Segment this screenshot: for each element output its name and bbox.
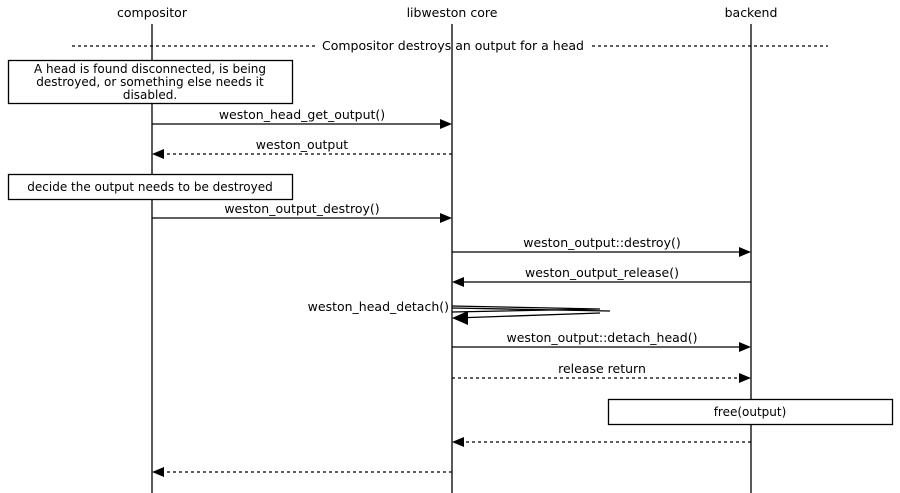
message-label-weston-output-return: weston_output bbox=[256, 137, 348, 152]
note-decide-destroy-line-1: decide the output needs to be destroyed bbox=[27, 180, 272, 194]
note-free-output-box bbox=[607, 398, 894, 426]
message-arrowhead-release-return bbox=[739, 373, 751, 383]
message-arrowhead-weston-output-destroy bbox=[440, 213, 452, 223]
message-line-weston-head-detach-return bbox=[454, 312, 601, 319]
message-label-weston-output-destroy: weston_output_destroy() bbox=[224, 201, 379, 216]
message-arrowhead-free-return bbox=[452, 437, 464, 447]
message-arrowhead-weston-output-destroy-vfunc bbox=[739, 247, 751, 257]
participant-label-libweston-core: libweston core bbox=[407, 5, 498, 20]
message-line-weston-head-detach-inner bbox=[451, 307, 611, 312]
note-free-output-line-1: free(output) bbox=[714, 405, 787, 419]
message-arrowhead-weston-output-return bbox=[152, 149, 164, 159]
message-label-weston-output-release: weston_output_release() bbox=[525, 265, 679, 280]
note-head-disconnected-line-2: destroyed, or something else needs it bbox=[36, 75, 264, 89]
note-head-disconnected-line-3: disabled. bbox=[123, 88, 177, 102]
message-arrowhead-weston-head-get-output bbox=[440, 119, 452, 129]
message-arrowhead-weston-output-detach-head bbox=[739, 342, 751, 352]
note-decide-destroy-box bbox=[7, 173, 294, 201]
message-label-weston-output-destroy-vfunc: weston_output::destroy() bbox=[523, 235, 681, 250]
message-label-release-return: release return bbox=[558, 361, 646, 376]
participant-label-compositor: compositor bbox=[117, 5, 188, 20]
participant-label-backend: backend bbox=[725, 5, 778, 20]
divider-label: Compositor destroys an output for a head bbox=[322, 38, 584, 53]
message-label-weston-head-detach: weston_head_detach() bbox=[308, 299, 449, 314]
note-head-disconnected-line-1: A head is found disconnected, is being bbox=[34, 62, 266, 76]
message-label-weston-output-detach-head: weston_output::detach_head() bbox=[507, 330, 698, 345]
message-arrowhead-weston-output-release bbox=[452, 277, 464, 287]
message-arrowhead-destroy-return bbox=[152, 467, 164, 477]
message-label-weston-head-get-output: weston_head_get_output() bbox=[219, 107, 385, 122]
message-line-weston-head-detach bbox=[451, 305, 601, 313]
note-head-disconnected-box bbox=[7, 59, 294, 105]
